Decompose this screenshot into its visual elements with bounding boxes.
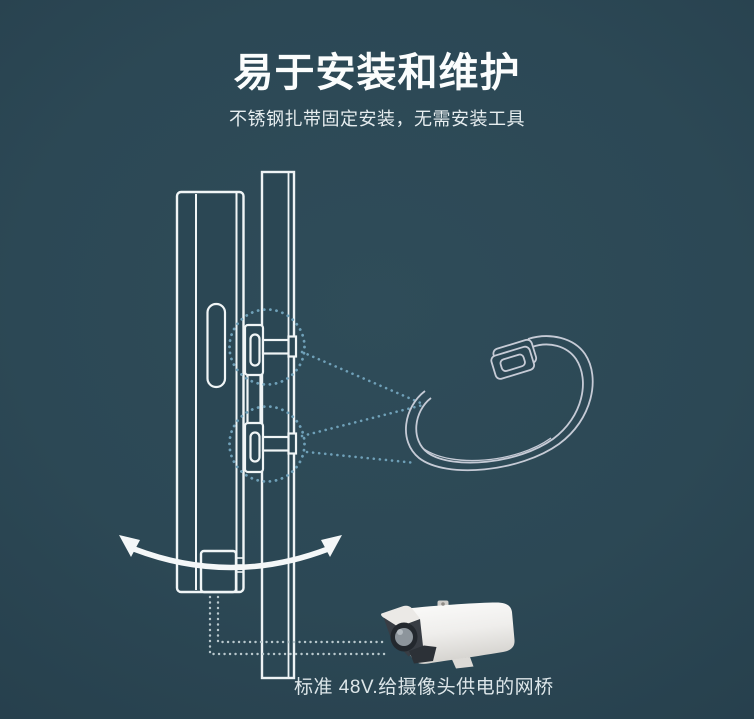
strap-capsule-upper xyxy=(249,333,261,367)
steel-cable-tie-illustration xyxy=(405,335,594,472)
camera-top-screw xyxy=(441,602,445,606)
camera-mount-arm xyxy=(452,657,474,669)
connector-dotted-lines xyxy=(208,595,388,656)
strap-bars-illustration xyxy=(261,335,298,455)
camera-lens-glint xyxy=(397,629,403,635)
cctv-camera-illustration xyxy=(381,600,515,669)
pole-illustration xyxy=(260,170,296,680)
bridge-device-illustration xyxy=(175,190,245,594)
camera-chin xyxy=(409,645,437,664)
section-divider xyxy=(0,719,754,726)
device-handle-slot xyxy=(206,302,227,389)
arrowhead-left xyxy=(119,535,140,557)
mount-bracket-illustration xyxy=(243,323,265,474)
camera-caption: 标准 48V.给摄像头供电的网桥 xyxy=(294,677,554,698)
page-title: 易于安装和维护 xyxy=(233,51,521,95)
cable-tie-buckle xyxy=(490,338,538,380)
callout-dotted-lines xyxy=(300,350,425,465)
rotation-arrow-icon xyxy=(119,535,342,571)
arrowhead-right xyxy=(321,535,342,557)
page-subtitle: 不锈钢扎带固定安装，无需安装工具 xyxy=(229,109,525,129)
strap-capsule-lower xyxy=(249,431,261,463)
camera-hood xyxy=(381,605,420,627)
bracket-link xyxy=(246,372,262,426)
device-bottom-connector xyxy=(199,549,238,594)
highlight-circles xyxy=(228,308,306,483)
